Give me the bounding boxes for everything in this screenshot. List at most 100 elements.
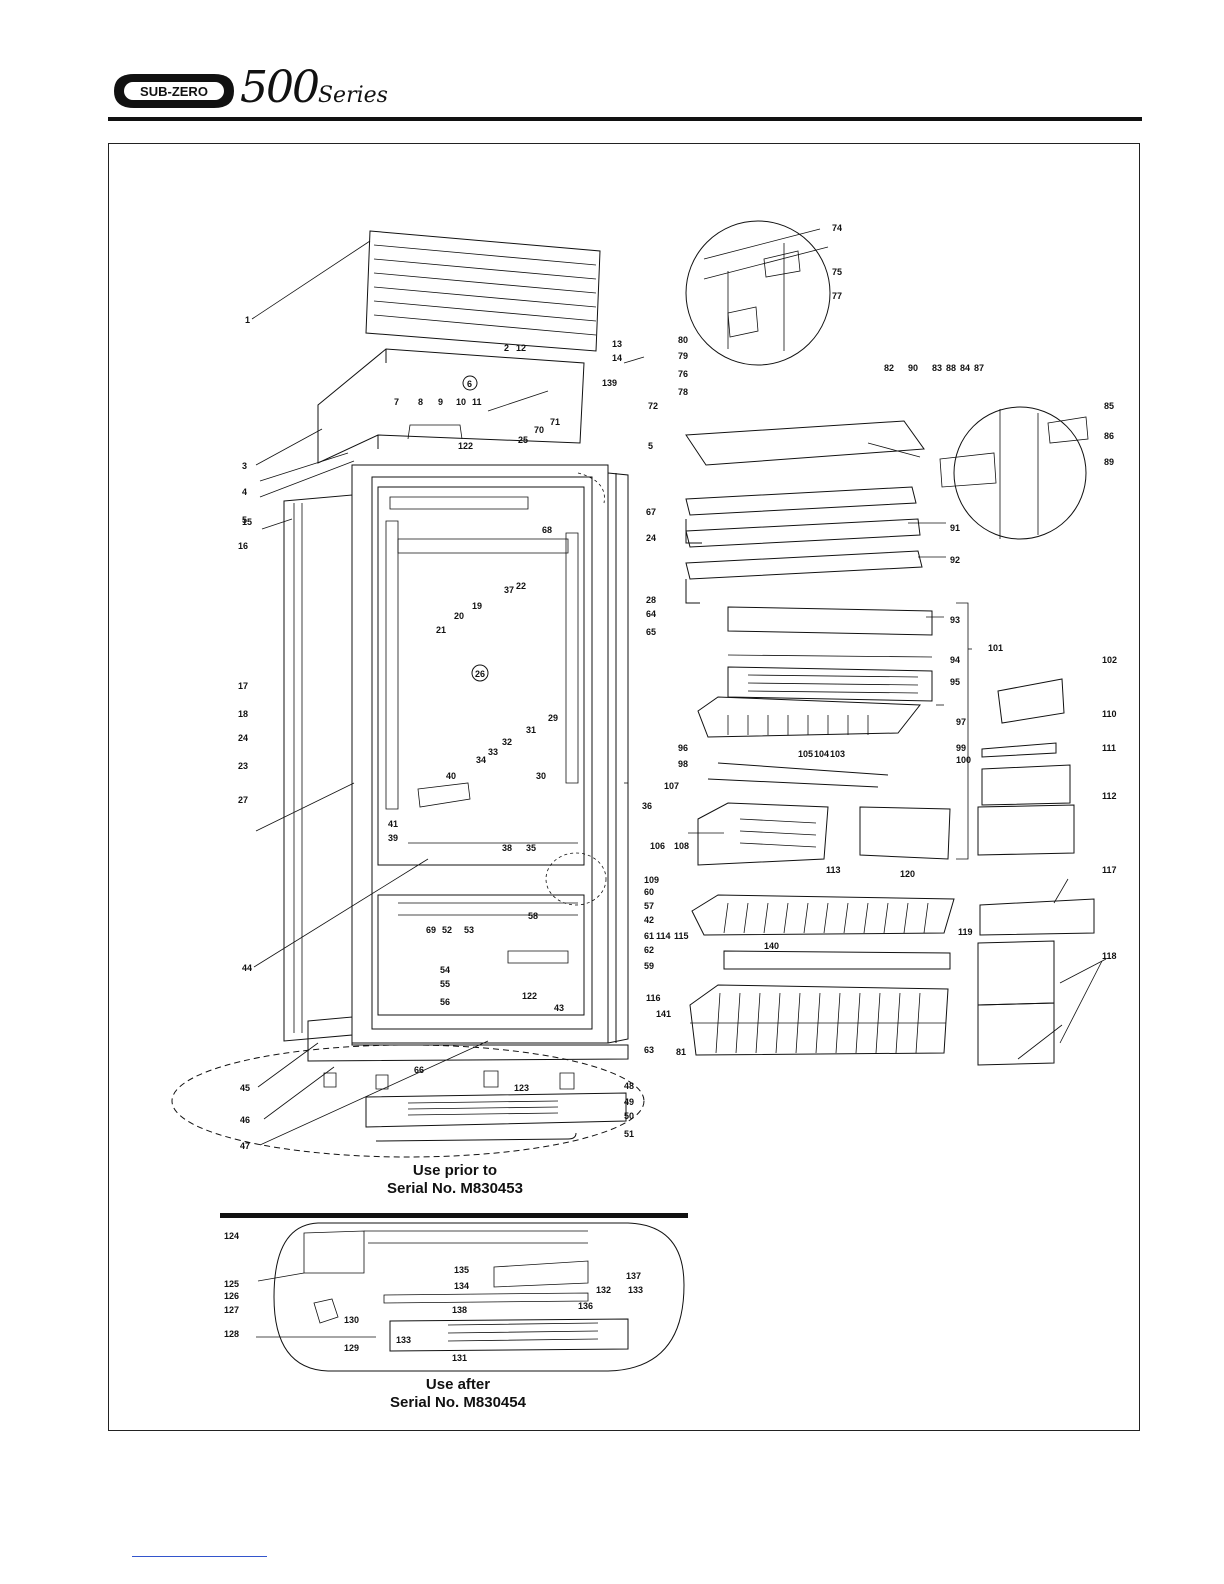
callout-69: 69 [426,925,436,935]
callout-127: 127 [224,1305,239,1315]
callout-75: 75 [832,267,842,277]
caption-after-serial: Serial No. M830454 [390,1394,526,1411]
base-detail-after [273,1222,685,1372]
callout-84: 84 [960,363,970,373]
callout-circle-6 [462,375,478,391]
callout-63: 63 [644,1045,654,1055]
caption-after-line1: Use after [425,1376,491,1393]
callout-89: 89 [1104,457,1114,467]
callout-6: 6 [467,379,472,389]
callout-67: 67 [646,507,656,517]
callout-26: 26 [475,669,485,679]
callout-30: 30 [536,771,546,781]
callout-25: 25 [518,435,528,445]
series-word: Series [317,83,388,108]
callout-137: 137 [626,1271,641,1281]
callout-83: 83 [932,363,942,373]
callout-126: 126 [224,1291,239,1301]
drawer-cover-assembly [727,606,933,702]
callout-116: 116 [646,993,661,1003]
callout-18: 18 [238,709,248,719]
callout-62: 62 [644,945,654,955]
callout-118: 118 [1102,951,1117,961]
callout-circle-26 [471,664,489,682]
callout-4: 4 [242,487,247,497]
callout-24b: 24 [646,533,656,543]
callout-129: 129 [344,1343,359,1353]
callout-109: 109 [644,875,659,885]
callout-8: 8 [418,397,423,407]
callout-29: 29 [548,713,558,723]
callout-124: 124 [224,1231,239,1241]
series-number: 500 [240,62,320,113]
callout-36: 36 [642,801,652,811]
callout-33: 33 [488,747,498,757]
caption-prior-serial: Serial No. M830453 [387,1180,523,1197]
callout-101: 101 [988,643,1003,653]
callout-112: 112 [1102,791,1117,801]
crisper-basket [697,696,921,738]
callout-94: 94 [950,655,960,665]
callout-32: 32 [502,737,512,747]
callout-78: 78 [678,387,688,397]
callout-20: 20 [454,611,464,621]
callout-135: 135 [454,1265,469,1275]
callout-58: 58 [528,911,538,921]
callout-46: 46 [240,1115,250,1125]
callout-82: 82 [884,363,894,373]
callout-128: 128 [224,1329,239,1339]
callout-103: 103 [830,749,845,759]
callout-53: 53 [464,925,474,935]
callout-17: 17 [238,681,248,691]
callout-2: 2 [504,343,509,353]
callout-104: 104 [814,749,829,759]
callout-120: 120 [900,869,915,879]
callout-77: 77 [832,291,842,301]
callout-85: 85 [1104,401,1114,411]
drawers [697,762,951,866]
exploded-parts-diagram: 1 2 3 4 5 5 6 7 8 9 10 11 12 13 14 15 16… [171,220,1117,1372]
callout-23: 23 [238,761,248,771]
callout-34: 34 [476,755,486,765]
callout-14: 14 [612,353,622,363]
callout-134: 134 [454,1281,469,1291]
callout-45: 45 [240,1083,250,1093]
callout-136: 136 [578,1301,593,1311]
callout-49: 49 [624,1097,634,1107]
callout-72: 72 [648,401,658,411]
callout-98: 98 [678,759,688,769]
callout-125: 125 [224,1279,239,1289]
callout-24: 24 [238,733,248,743]
callout-123: 123 [514,1083,529,1093]
callout-139: 139 [602,378,617,388]
callout-88: 88 [946,363,956,373]
callout-55: 55 [440,979,450,989]
callout-labels: 1 2 3 4 5 5 6 7 8 9 10 11 12 13 14 15 16… [224,223,1117,1363]
base-detail-oval [171,1044,645,1158]
callout-47: 47 [240,1141,250,1151]
callout-66: 66 [414,1065,424,1075]
callout-35: 35 [526,843,536,853]
callout-107: 107 [664,781,679,791]
callout-52: 52 [442,925,452,935]
callout-111: 111 [1102,743,1116,753]
callout-11: 11 [472,397,482,407]
callout-1: 1 [245,315,250,325]
callout-41: 41 [388,819,398,829]
callout-105: 105 [798,749,813,759]
callout-106: 106 [650,841,665,851]
callout-65: 65 [646,627,656,637]
header-rule [108,117,1142,121]
callout-40: 40 [446,771,456,781]
callout-42: 42 [644,915,654,925]
callout-114: 114 [656,931,671,941]
caption-prior: Use prior to Serial No. M830453 [345,1162,565,1198]
glass-shelf-top [685,420,925,466]
callout-39: 39 [388,833,398,843]
page-header: SUB-ZERO 500Series [0,0,1224,130]
callout-13: 13 [612,339,622,349]
callout-138: 138 [452,1305,467,1315]
footer-link-underline[interactable] [132,1556,267,1557]
callout-71: 71 [550,417,560,427]
callout-48: 48 [624,1081,634,1091]
